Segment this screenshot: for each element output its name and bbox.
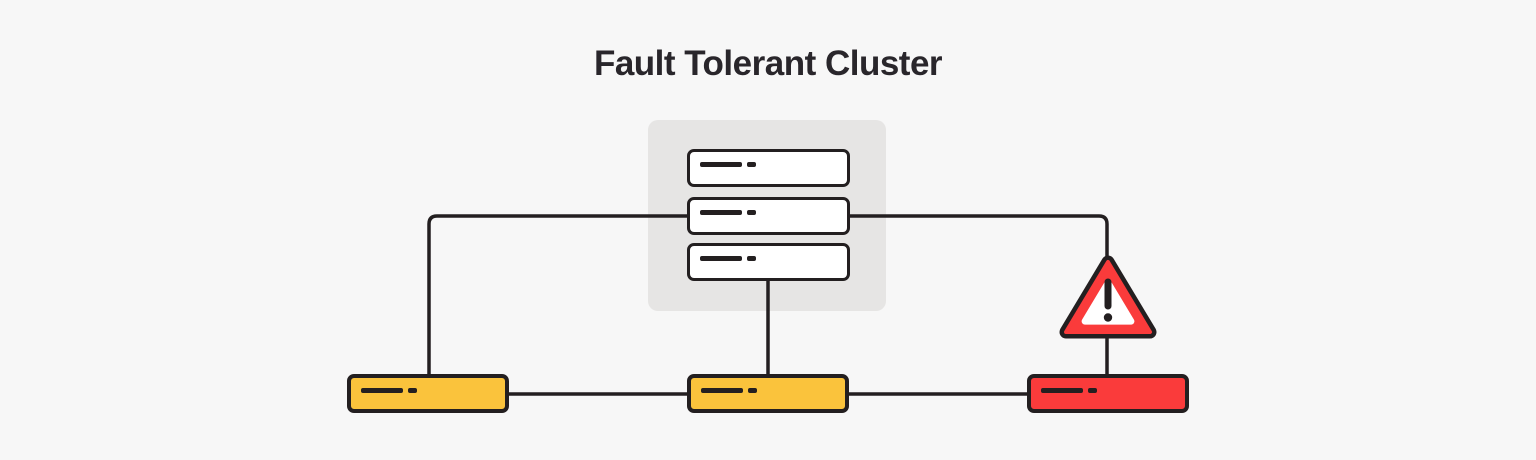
node-label-placeholder bbox=[701, 388, 743, 393]
node-indicator-placeholder bbox=[748, 388, 757, 393]
server-2 bbox=[687, 197, 850, 235]
server-label-placeholder bbox=[700, 210, 742, 215]
server-indicator-placeholder bbox=[747, 256, 756, 261]
link-server-to-node-3 bbox=[849, 214, 1109, 374]
diagram-title: Fault Tolerant Cluster bbox=[593, 44, 943, 83]
node-indicator-placeholder bbox=[408, 388, 417, 393]
node-label-placeholder bbox=[361, 388, 403, 393]
server-indicator-placeholder bbox=[747, 210, 756, 215]
node-1-healthy bbox=[347, 374, 509, 413]
node-2-healthy bbox=[687, 374, 849, 413]
node-label-placeholder bbox=[1041, 388, 1083, 393]
server-label-placeholder bbox=[700, 162, 742, 167]
server-1 bbox=[687, 149, 850, 187]
link-server-to-node-1 bbox=[427, 214, 687, 374]
warning-triangle-icon bbox=[1059, 255, 1157, 339]
node-3-failed bbox=[1027, 374, 1189, 413]
server-3 bbox=[687, 243, 850, 281]
server-label-placeholder bbox=[700, 256, 742, 261]
node-indicator-placeholder bbox=[1088, 388, 1097, 393]
server-indicator-placeholder bbox=[747, 162, 756, 167]
